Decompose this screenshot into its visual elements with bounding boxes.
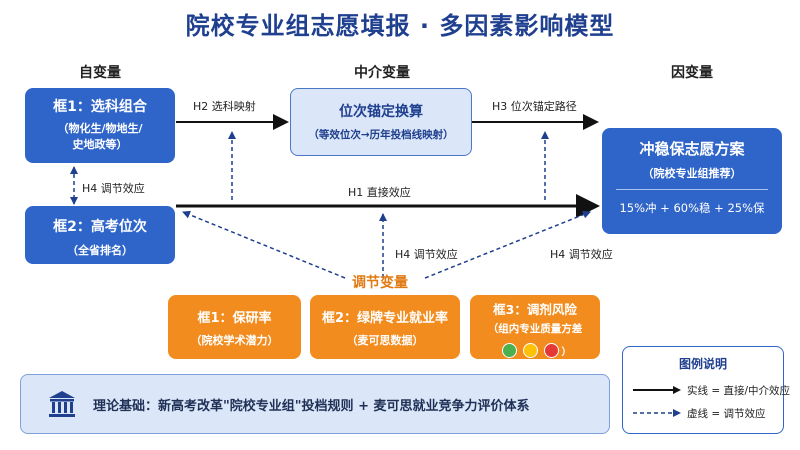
independent-box-2-title: 框2：高考位次 [53,219,147,235]
mediator-box: 位次锚定换算 （等效位次→历年投档线映射） [290,88,472,156]
dependent-box-divider [616,189,768,190]
theory-foundation-bar: 理论基础：新高考改革"院校专业组"投档规则 + 麦可思就业竞争力评价体系 [20,374,610,434]
moderator-box-graduate-rate: 框1：保研率 （院校学术潜力） [168,295,301,359]
risk-indicator-row: ） [470,340,600,359]
independent-variable-heading: 自变量 [79,65,121,81]
theory-text: 理论基础：新高考改革"院校专业组"投档规则 + 麦可思就业竞争力评价体系 [93,399,530,414]
moderator-box-2-title: 框2：绿牌专业就业率 [321,311,449,326]
moderator-box-1-title: 框1：保研率 [197,311,272,326]
moderator-box-2-sub: （麦可思数据） [346,334,424,347]
moderator-heading: 调节变量 [352,275,408,291]
dependent-box: 冲稳保志愿方案 （院校专业组推荐） 15%冲 + 60%稳 + 25%保 [602,128,782,234]
moderator-box-3-sub: （组内专业质量方差 [487,323,583,335]
dependent-box-sub: （院校专业组推荐） [642,167,742,180]
moderator-box-adjustment-risk: 框3：调剂风险 （组内专业质量方差 ） [470,295,600,359]
h2-label: H2 选科映射 [193,100,256,113]
independent-box-exam-rank: 框2：高考位次 （全省排名） [25,206,175,264]
moderator-right-arrow [424,210,591,279]
legend-dashed-line-swatch [633,409,681,417]
moderator-box-employment-rate: 框2：绿牌专业就业率 （麦可思数据） [310,295,460,359]
legend-dashed-label: 虚线 = 调节效应 [687,408,766,420]
dependent-box-ratio: 15%冲 + 60%稳 + 25%保 [619,201,765,215]
diagram-title: 院校专业组志愿填报 · 多因素影响模型 [185,12,615,40]
legend-box: 图例说明 实线 = 直接/中介效应 虚线 = 调节效应 [622,346,790,434]
independent-box-1-sub-line1: （物化生/物地生/ [57,122,143,135]
independent-box-1-sub-line2: 史地政等） [72,138,128,151]
moderator-left-arrow [182,210,346,279]
h4-right-label: H4 调节效应 [550,248,613,261]
dependent-box-title: 冲稳保志愿方案 [639,140,745,158]
mediator-box-title: 位次锚定换算 [339,104,423,120]
institution-icon [49,391,75,417]
risk-dot-yellow [522,343,538,358]
moderator-box-3-tail: ） [561,347,572,358]
legend-solid-line-swatch [633,386,681,394]
independent-box-1-title: 框1：选科组合 [53,99,147,115]
risk-dot-green [501,343,517,358]
h3-label: H3 位次锚定路径 [492,100,577,113]
independent-box-2-sub: （全省排名） [67,244,133,257]
moderator-box-3-title: 框3：调剂风险 [493,302,577,317]
legend-solid-label: 实线 = 直接/中介效应 [687,385,791,397]
h4-mid-label: H4 调节效应 [395,248,458,261]
risk-dot-red [543,343,559,358]
mediator-box-sub: （等效位次→历年投档线映射） [308,129,454,141]
h1-label: H1 直接效应 [348,186,411,199]
dependent-variable-heading: 因变量 [671,65,713,81]
mediator-variable-heading: 中介变量 [354,65,410,81]
legend-title: 图例说明 [678,357,727,371]
h4-left-label: H4 调节效应 [82,182,145,195]
moderator-box-1-sub: （院校学术潜力） [190,334,279,347]
independent-box-subject-combination: 框1：选科组合 （物化生/物地生/ 史地政等） [25,88,175,163]
